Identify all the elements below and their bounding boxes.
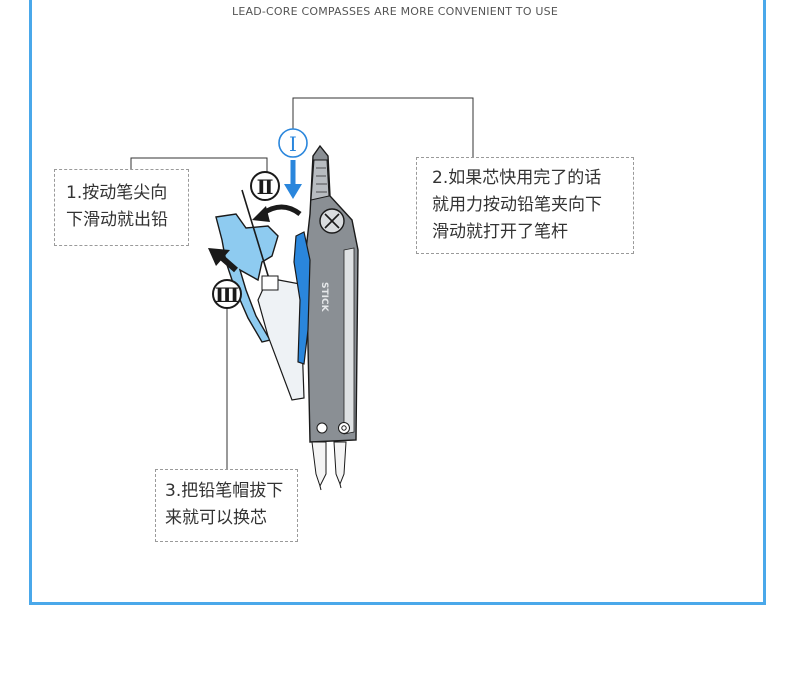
- callout-step2-line: 2.如果芯快用完了的话: [432, 168, 602, 188]
- callout-step2-line: 滑动就打开了笔杆: [432, 222, 568, 242]
- arrow-curved-left-icon: [252, 204, 302, 222]
- step-marker-1: Ⅰ: [278, 128, 308, 158]
- step-marker-3: Ⅲ: [212, 279, 242, 309]
- callout-step3-line: 3.把铅笔帽拔下: [165, 481, 284, 501]
- step-marker-2: Ⅱ: [250, 171, 280, 201]
- callout-step3-line: 来就可以换芯: [165, 508, 267, 528]
- body-dot-icon: [316, 422, 328, 434]
- compass-handle-knurl: [310, 159, 330, 201]
- lead-sleeve: [261, 275, 279, 291]
- lead-core-line: [241, 189, 271, 283]
- step-marker-2-label: Ⅱ: [257, 175, 274, 199]
- callout-step1-line: 下滑动就出铅: [66, 210, 168, 230]
- arrow-down-icon: [284, 160, 302, 199]
- compass-leg-right: [333, 441, 347, 486]
- arrow-up-left-icon: [208, 248, 238, 273]
- compass-brand-text: STICK: [319, 282, 329, 313]
- pencil-clip-blue: [293, 231, 311, 365]
- callout-step1-line: 1.按动笔尖向: [66, 183, 168, 203]
- header-title: LEAD-CORE COMPASSES ARE MORE CONVENIENT …: [232, 5, 558, 18]
- body-target-icon: [338, 422, 350, 434]
- callout-step2-line: 就用力按动铅笔夹向下: [432, 195, 602, 215]
- compass-leg-left: [311, 441, 327, 488]
- callout-step3: 3.把铅笔帽拔下 来就可以换芯: [155, 469, 298, 542]
- callout-step2: 2.如果芯快用完了的话 就用力按动铅笔夹向下 滑动就打开了笔杆: [416, 157, 634, 254]
- content-frame: [29, 0, 766, 605]
- leader-line-step2: [292, 97, 474, 157]
- step-marker-3-label: Ⅲ: [215, 283, 239, 307]
- callout-step1: 1.按动笔尖向 下滑动就出铅: [54, 169, 189, 246]
- step-marker-1-label: Ⅰ: [289, 132, 297, 156]
